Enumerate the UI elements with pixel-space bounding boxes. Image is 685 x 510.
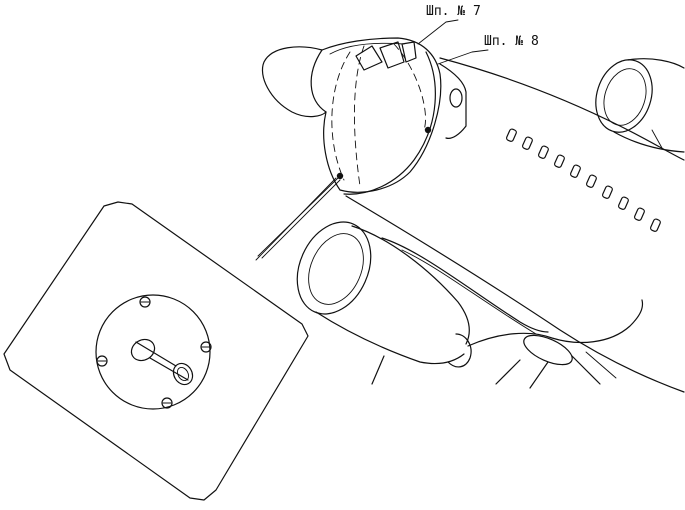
window xyxy=(602,185,613,199)
upper-engine-intake-outer xyxy=(595,59,653,133)
screw-head xyxy=(161,397,173,409)
window xyxy=(522,136,533,150)
lower-engine-nacelle-top xyxy=(351,225,470,345)
pointer-line-2 xyxy=(261,179,341,259)
gear-strut-3 xyxy=(571,355,601,385)
upper-engine-intake-inner xyxy=(603,68,647,126)
detail-pointer xyxy=(255,175,341,261)
shaft-body xyxy=(135,341,189,381)
screw-head xyxy=(200,341,212,353)
pointer-line-3 xyxy=(255,177,337,261)
side-hatch xyxy=(449,88,463,108)
shaft-base xyxy=(130,338,156,362)
shaft-end-inner xyxy=(176,366,190,382)
window-row xyxy=(506,128,661,232)
window xyxy=(538,145,549,159)
screw xyxy=(200,341,212,353)
window xyxy=(586,174,597,188)
shaft-end xyxy=(172,362,194,386)
lower-engine-nacelle-bottom xyxy=(315,311,465,365)
detail-view xyxy=(3,201,309,501)
mounting-plate xyxy=(3,201,309,501)
nose-cone-joint xyxy=(310,49,327,113)
screw xyxy=(139,296,151,308)
shaft xyxy=(130,338,194,386)
cockpit-window-1 xyxy=(355,45,383,71)
screw xyxy=(161,397,173,409)
gear-strut-4 xyxy=(585,351,617,379)
screw-head xyxy=(139,296,151,308)
frame-dashed-2 xyxy=(354,45,365,187)
flange-disc xyxy=(95,294,211,410)
screw xyxy=(96,355,108,367)
screw-head xyxy=(96,355,108,367)
frame-8-ring xyxy=(343,51,436,195)
attachment-point-rear xyxy=(424,126,432,134)
window xyxy=(506,128,517,142)
landing-gear-disc xyxy=(523,334,573,366)
leader-frame-7 xyxy=(417,19,459,45)
window xyxy=(634,207,645,221)
gear-strut-1 xyxy=(495,359,521,385)
frame-dashed-3 xyxy=(393,43,426,131)
window xyxy=(570,164,581,178)
gear-strut-2 xyxy=(529,361,549,389)
frame-dashed-1 xyxy=(331,51,351,181)
callouts: Шп. № 7 Шп. № 8 xyxy=(417,4,539,65)
lower-engine-pylon-2 xyxy=(401,249,537,335)
lower-engine-pylon xyxy=(381,237,549,333)
forward-section-inner xyxy=(329,42,405,55)
wing-edge xyxy=(467,299,644,347)
leader-frame-8 xyxy=(437,49,489,65)
lower-engine-intake-inner xyxy=(308,233,364,305)
window xyxy=(618,196,629,210)
label-frame-8: Шп. № 8 xyxy=(484,34,539,49)
fuselage-bottom xyxy=(345,195,685,393)
lower-engine-intake-outer xyxy=(296,221,372,315)
lower-engine xyxy=(296,221,549,385)
label-frame-7: Шп. № 7 xyxy=(426,4,481,19)
upper-engine-pylon xyxy=(651,129,663,149)
upper-engine-nacelle xyxy=(627,58,685,69)
window xyxy=(650,218,661,232)
upper-engine xyxy=(595,58,685,153)
lower-engine-nozzle xyxy=(447,333,472,368)
wing-area xyxy=(467,299,644,389)
cockpit-window-3 xyxy=(401,41,417,63)
side-panel xyxy=(439,63,467,139)
aircraft xyxy=(261,37,685,393)
window xyxy=(554,154,565,168)
cockpit-window-2 xyxy=(379,41,405,69)
lower-engine-strut xyxy=(371,355,385,385)
nose-cone xyxy=(261,46,327,118)
upper-engine-nacelle-bottom xyxy=(613,131,685,153)
